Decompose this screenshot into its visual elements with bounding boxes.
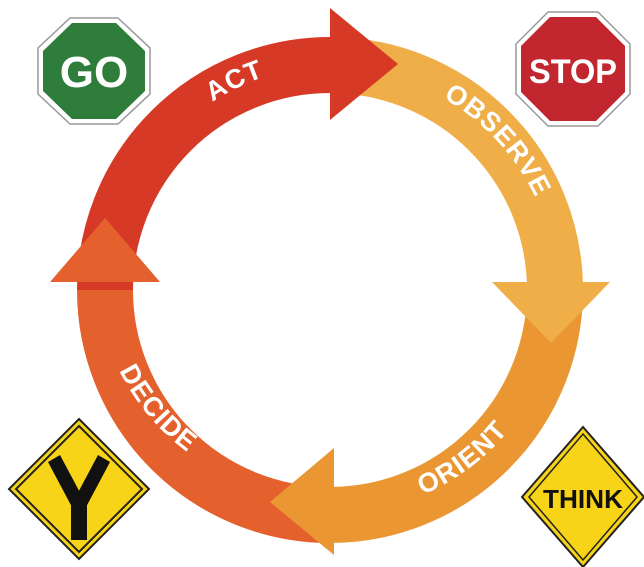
- observe-arrowhead: [492, 282, 610, 343]
- orient-arrowhead: [270, 448, 334, 555]
- decide-arrowhead: [50, 218, 160, 282]
- stop-sign-text: STOP: [529, 53, 617, 91]
- cycle-ring: [50, 8, 610, 555]
- junction-sign: [7, 417, 151, 561]
- go-sign: GO: [37, 17, 151, 125]
- think-sign-text: THINK: [543, 484, 623, 514]
- think-sign: THINK: [520, 425, 644, 567]
- y-junction-icon: [48, 455, 110, 540]
- go-sign-text: GO: [60, 48, 128, 97]
- act-arrowhead: [330, 8, 398, 120]
- stop-sign: STOP: [515, 11, 631, 127]
